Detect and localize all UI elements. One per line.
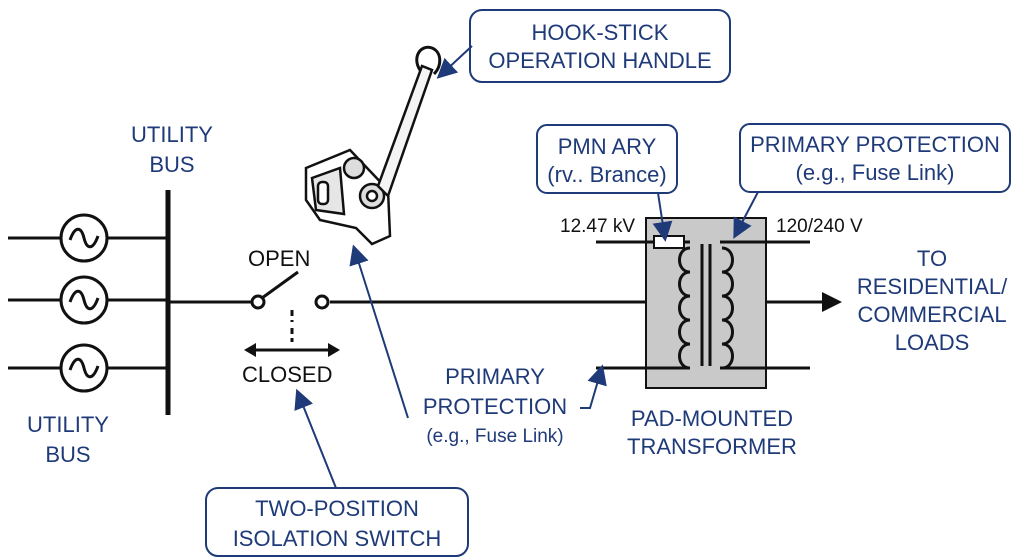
utility-bus-top-label-1: UTILITY: [131, 122, 213, 147]
feeder-lines: [8, 236, 168, 370]
voltage-primary-label: 12.47 kV: [560, 216, 635, 237]
primary-protection-callout-line-1: PRIMARY PROTECTION: [750, 132, 1000, 157]
ac-source-icon: [59, 275, 109, 325]
primary-protection-mid-line-1: PRIMARY: [445, 364, 545, 389]
hook-stick-callout-box: [469, 9, 731, 83]
to-loads-line-2: RESIDENTIAL/: [857, 274, 1008, 299]
utility-bus-top-label-2: BUS: [149, 152, 194, 177]
primary-protection-callout-box: [739, 123, 1011, 193]
hook-stick-handle-icon: [304, 45, 442, 246]
arrow-icon: [822, 292, 842, 312]
ac-source-icon: [59, 213, 109, 263]
hook-stick-callout-line-1: HOOK-STICK: [532, 20, 669, 45]
utility-bus-bottom-label-2: BUS: [45, 442, 90, 467]
leader-lines: [294, 45, 759, 489]
isolation-switch-callout-line-2: ISOLATION SWITCH: [233, 526, 442, 551]
transformer-label-line-2: TRANSFORMER: [627, 434, 797, 459]
isolation-switch: [250, 270, 330, 342]
transformer-label-line-1: PAD-MOUNTED: [631, 406, 793, 431]
hook-stick-callout-line-2: OPERATION HANDLE: [488, 48, 711, 73]
to-loads-line-1: TO: [917, 246, 947, 271]
transformer-coil-icon: [678, 244, 734, 370]
fuse-icon: [653, 235, 685, 249]
to-loads-line-3: COMMERCIAL: [857, 302, 1006, 327]
pmnary-callout-box: [536, 124, 678, 194]
pad-mounted-transformer: [596, 217, 810, 389]
pmnary-callout-line-1: PMN ARY: [558, 134, 657, 159]
primary-protection-callout-line-2: (e.g., Fuse Link): [796, 160, 955, 185]
utility-bus-bottom-label-1: UTILITY: [27, 412, 109, 437]
switch-direction-arrow: [244, 343, 340, 357]
to-loads-line-4: LOADS: [895, 330, 970, 355]
voltage-secondary-label: 120/240 V: [776, 216, 863, 237]
pmnary-callout-line-2: (rv.. Brance): [547, 162, 666, 187]
switch-open-label: OPEN: [248, 246, 310, 271]
ac-source-icon: [59, 343, 109, 393]
primary-protection-mid-line-3: (e.g., Fuse Link): [426, 426, 563, 447]
switch-closed-label: CLOSED: [242, 362, 332, 387]
primary-protection-mid-line-2: PROTECTION: [423, 394, 567, 419]
isolation-switch-callout-box: [205, 487, 469, 557]
isolation-switch-callout-line-1: TWO-POSITION: [255, 496, 419, 521]
